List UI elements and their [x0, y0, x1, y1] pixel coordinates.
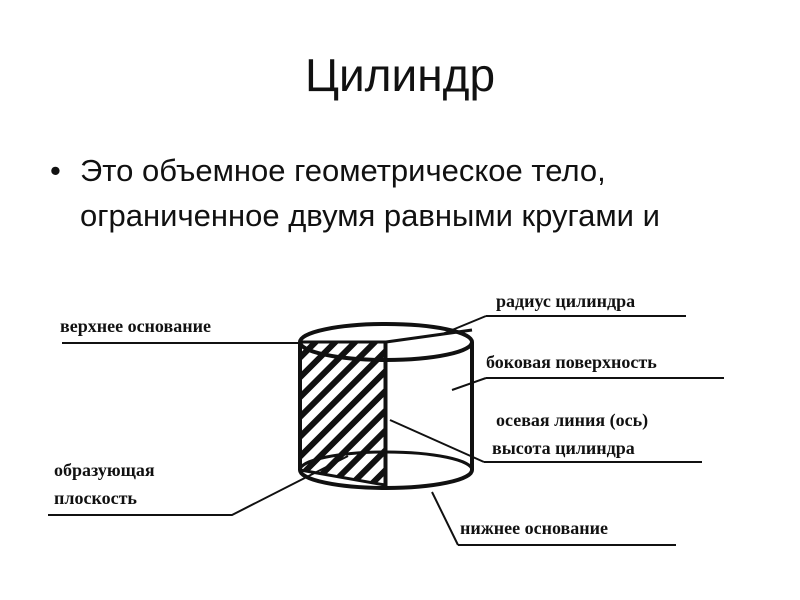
leader-generatrix — [48, 455, 349, 516]
label-lateral-surface: боковая поверхность — [486, 352, 657, 372]
label-generatrix-2: плоскость — [54, 488, 137, 508]
leader-axis — [389, 419, 702, 463]
leader-radius — [439, 315, 686, 336]
cylinder — [298, 322, 474, 490]
bullet-marker: • — [50, 153, 61, 188]
leader-bottom-base — [431, 491, 676, 546]
radius-line — [385, 328, 473, 344]
label-bottom-base: нижнее основание — [460, 518, 608, 538]
label-radius: радиус цилиндра — [496, 291, 635, 311]
leader-lines — [48, 315, 724, 546]
label-height: высота цилиндра — [492, 438, 635, 458]
axial-section — [298, 340, 387, 487]
label-generatrix-1: образующая — [54, 460, 155, 480]
bullet-text: Это объемное геометрическое тело, ограни… — [80, 153, 660, 233]
label-top-base: верхнее основание — [60, 316, 211, 336]
label-axis: осевая линия (ось) — [496, 410, 648, 431]
slide-title: Цилиндр — [304, 49, 496, 101]
leader-lateral — [451, 377, 724, 391]
